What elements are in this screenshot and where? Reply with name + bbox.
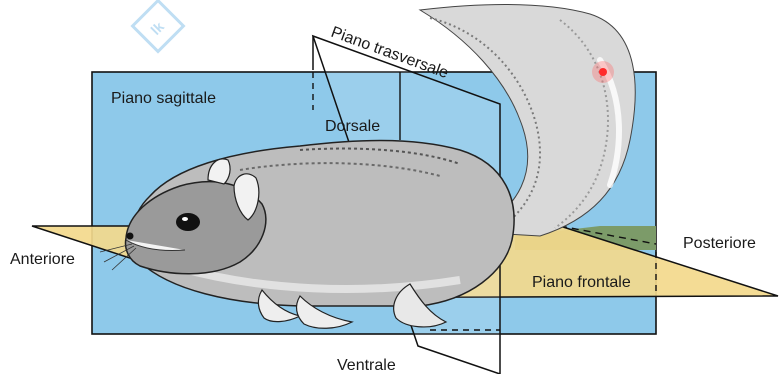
squirrel-nose xyxy=(127,233,134,240)
label-ventrale: Ventrale xyxy=(337,357,396,374)
label-anteriore: Anteriore xyxy=(10,251,75,268)
label-posteriore: Posteriore xyxy=(683,235,756,252)
label-piano-sagittale: Piano sagittale xyxy=(111,90,216,107)
diamond-logo-icon: lk xyxy=(133,1,184,52)
label-dorsale: Dorsale xyxy=(325,118,380,135)
label-piano-frontale: Piano frontale xyxy=(532,274,631,291)
red-dot-cursor-icon xyxy=(592,61,614,83)
watermark-logo-text: lk xyxy=(147,18,167,38)
squirrel-eye xyxy=(176,213,200,231)
